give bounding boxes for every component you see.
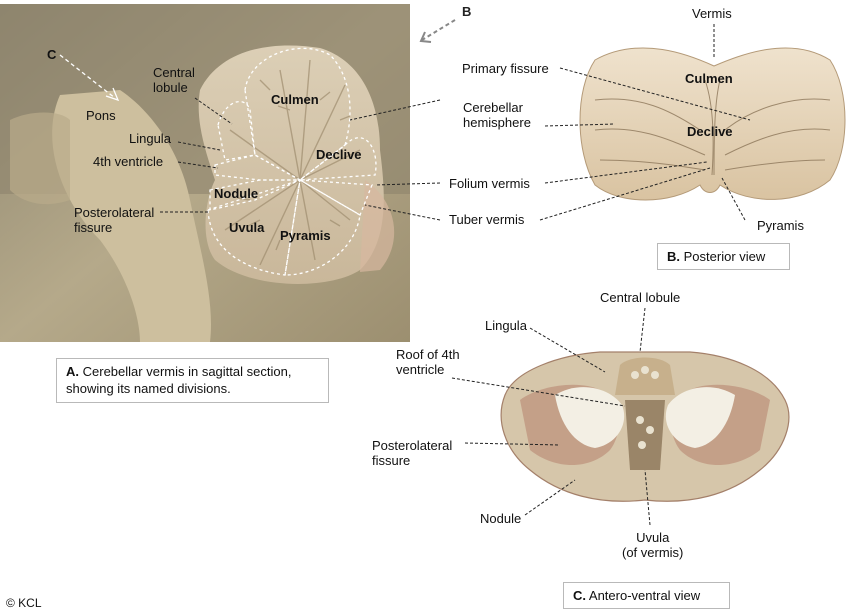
label-4th-ventricle: 4th ventricle [93,154,164,169]
label-tuber-vermis: Tuber vermis [449,212,525,227]
label-pyramis-b: Pyramis [757,218,804,233]
label-cerebellar-hemisphere: Cerebellar hemisphere [463,100,531,130]
caption-c-letter: C. [573,588,586,603]
label-uvula-c: Uvula (of vermis) [622,530,684,560]
caption-c: C. Antero-ventral view [563,582,730,609]
label-uvula-a: Uvula [229,220,265,235]
caption-a-text: Cerebellar vermis in sagittal section, s… [66,364,292,396]
brainstem-shape [52,90,211,342]
cerebellum-shape [198,45,384,284]
caption-b: B. Posterior view [657,243,790,270]
vermis-region [615,357,675,395]
c-view-marker: C [47,47,57,62]
label-posterolateral-fissure-a: Posterolateral fissure [74,205,155,235]
panel-a-image [0,4,410,342]
b-view-marker: B [462,4,472,19]
label-central-lobule-c: Central lobule [600,290,681,305]
label-culmen-b: Culmen [685,71,733,86]
label-posterolateral-fissure-c: Posterolateral fissure [372,438,453,468]
label-lingula-c: Lingula [485,318,527,333]
label-central-lobule: Central lobule [153,65,195,95]
copyright-notice: © KCL [6,596,42,610]
right-white-matter [665,387,735,448]
b-view-arrow [419,19,456,43]
division-outlines [207,47,377,276]
panel-b-image [579,47,846,201]
label-lingula-a: Lingula [129,131,171,146]
label-culmen: Culmen [271,92,319,107]
left-white-matter [555,387,625,448]
label-declive-b: Declive [687,124,733,139]
folia-texture [224,59,361,266]
label-pons: Pons [86,108,116,123]
label-vermis: Vermis [692,6,732,21]
caption-a-letter: A. [66,364,79,379]
posterior-folia [594,79,831,176]
label-nodule-c: Nodule [480,511,522,526]
label-primary-fissure: Primary fissure [462,61,549,76]
folia-nubs [631,366,659,449]
label-folium-vermis: Folium vermis [449,176,530,191]
leader-lines [160,24,751,526]
label-roof-4th-ventricle: Roof of 4th ventricle [396,347,460,377]
caption-b-letter: B. [667,249,680,264]
caption-b-text: Posterior view [683,249,766,264]
label-declive-a: Declive [316,147,362,162]
nodule-uvula-region [625,400,665,470]
c-view-arrow [59,54,120,102]
label-pyramis-a: Pyramis [280,228,331,243]
label-nodule-a: Nodule [214,186,259,201]
caption-c-text: Antero-ventral view [588,588,701,603]
panel-c-image [500,351,790,502]
caption-a: A. Cerebellar vermis in sagittal section… [56,358,329,403]
